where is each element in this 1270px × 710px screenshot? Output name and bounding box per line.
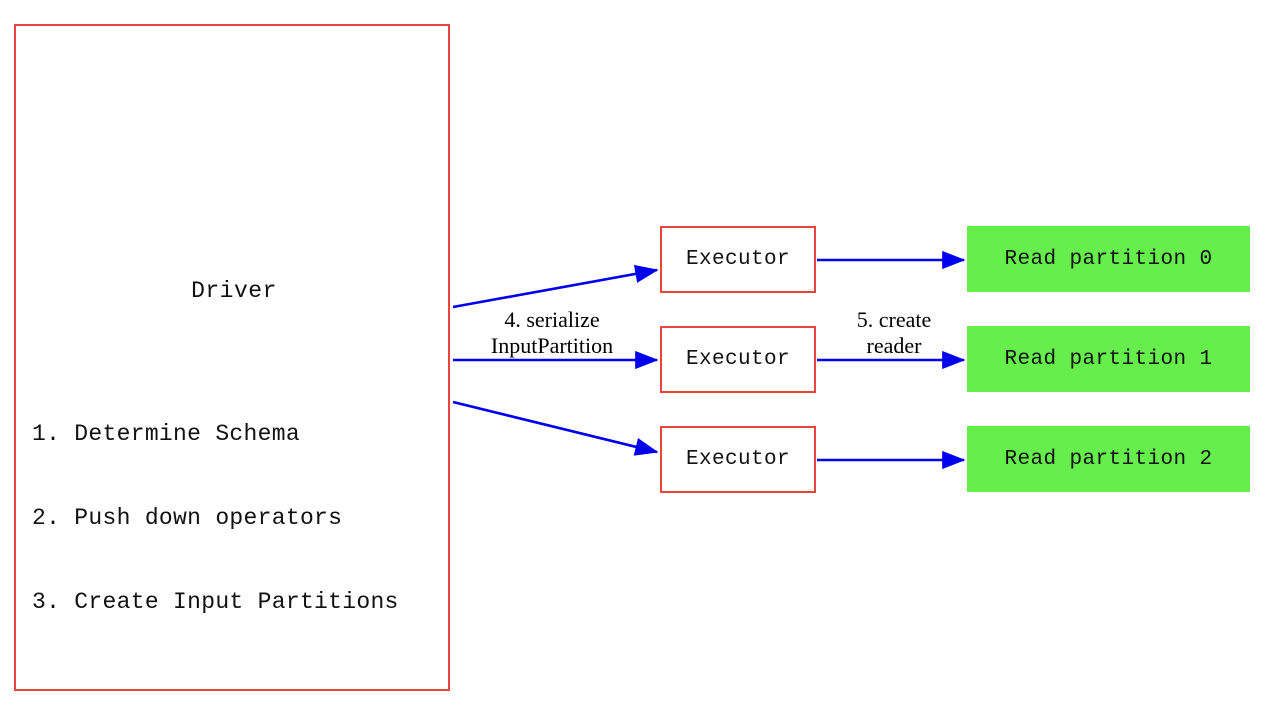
partition-box-0: Read partition 0	[967, 226, 1250, 292]
partition-box-2: Read partition 2	[967, 426, 1250, 492]
driver-steps-list: 1. Determine Schema 2. Push down operato…	[32, 364, 452, 672]
executor-box-1: Executor	[660, 326, 816, 393]
arrow-driver-to-executor-0	[452, 264, 659, 309]
driver-title: Driver	[191, 278, 277, 304]
driver-step-2: 2. Push down operators	[32, 505, 343, 531]
driver-step-3: 3. Create Input Partitions	[32, 589, 399, 615]
driver-box: Driver 1. Determine Schema 2. Push down …	[14, 24, 450, 691]
edge-label-serialize: 4. serialize InputPartition	[490, 307, 614, 358]
arrow-driver-to-executor-2	[452, 400, 659, 456]
driver-step-1: 1. Determine Schema	[32, 421, 300, 447]
executor-box-2: Executor	[660, 426, 816, 493]
executor-box-0: Executor	[660, 226, 816, 293]
edge-label-create-reader: 5. create reader	[856, 307, 932, 358]
partition-box-1: Read partition 1	[967, 326, 1250, 392]
